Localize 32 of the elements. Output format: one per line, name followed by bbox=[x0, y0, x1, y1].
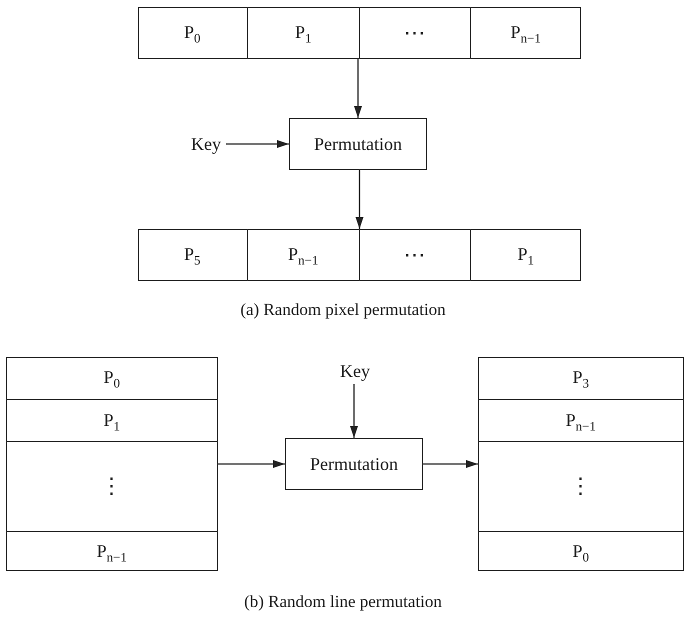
array-cell: P$_{n−1}$ bbox=[478, 398, 684, 441]
array-cell: P$_{n−1}$ bbox=[6, 530, 218, 571]
array-cell: P$_{n−1}$ bbox=[470, 6, 581, 59]
array-cell: P$_{0}$ bbox=[478, 530, 684, 571]
process-box: Permutation bbox=[285, 438, 423, 490]
array-frame bbox=[138, 229, 581, 281]
array-cell: ⋮ bbox=[478, 440, 684, 531]
array-cell: P$_{0}$ bbox=[138, 6, 247, 59]
array-cell: P$_{1}$ bbox=[6, 398, 218, 441]
arrow bbox=[423, 460, 478, 468]
array-frame bbox=[6, 357, 218, 571]
process-box: Permutation bbox=[289, 118, 427, 170]
array-cell: ⋯ bbox=[358, 6, 470, 59]
array-frame bbox=[138, 7, 581, 59]
array-cell: P$_{3}$ bbox=[478, 356, 684, 399]
array-cell: ⋯ bbox=[358, 228, 470, 281]
array-frame bbox=[478, 357, 684, 571]
array-cell: P$_{0}$ bbox=[6, 356, 218, 399]
arrow bbox=[226, 140, 289, 148]
array-cell: P$_{1}$ bbox=[470, 228, 581, 281]
key-label: Key bbox=[337, 358, 373, 384]
arrow bbox=[354, 59, 362, 118]
arrow bbox=[218, 460, 285, 468]
arrow bbox=[350, 384, 358, 438]
array-cell: ⋮ bbox=[6, 440, 218, 531]
key-label: Key bbox=[186, 131, 226, 157]
arrow bbox=[356, 170, 364, 229]
figure-caption: (b) Random line permutation bbox=[243, 592, 443, 612]
figure-caption: (a) Random pixel permutation bbox=[239, 300, 447, 320]
array-cell: P$_{1}$ bbox=[246, 6, 359, 59]
array-cell: P$_{n−1}$ bbox=[246, 228, 359, 281]
array-cell: P$_{5}$ bbox=[138, 228, 247, 281]
